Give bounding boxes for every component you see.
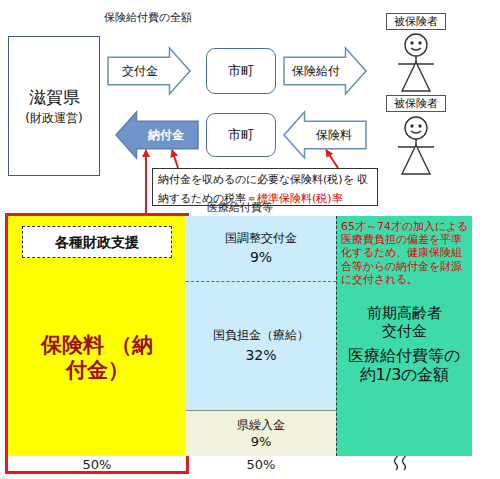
red-frame (7, 215, 188, 473)
flow-arrow: 保険料 (284, 112, 366, 158)
node-text: 保険料 (316, 128, 352, 142)
elderly-grant-block: 65才～74才の加入による医療費負担の偏差を平準化するため、健康保険組合等からの… (336, 216, 472, 456)
node-text: 医療給付費等の 約1/3の金額 (345, 346, 463, 384)
node-text: 国調整交付金 (225, 231, 297, 245)
flow-arrow: 納付金 (116, 112, 198, 158)
red-connector (326, 150, 338, 168)
node-text: (財政運営) (25, 111, 82, 125)
share-cell: 国調整交付金 9% (186, 216, 336, 282)
flow-arrow: 交付金 (108, 48, 190, 94)
share-cell: 県繰入金 9% (186, 410, 336, 456)
node-text: 32% (245, 347, 276, 364)
red-connector (172, 150, 178, 168)
city-box: 市町 (206, 113, 276, 157)
node-text: 65才～74才の加入による医療費負担の偏差を平準化するため、健康保険組合等からの… (341, 220, 468, 286)
node-text: 保険料 （納付金） (38, 333, 156, 383)
insured-tag: 被保険者 (386, 13, 446, 30)
node-text: 県繰入金 (237, 418, 285, 432)
node-text: 保険給付 (292, 64, 340, 78)
callout-box: 納付金を収めるのに必要な保険料(税)を 収納するための税率＝標準保険料(税)率 (152, 168, 378, 206)
node-text: 9% (251, 434, 272, 450)
prefecture-box: 滋賀県 (財政運営) (8, 36, 100, 176)
share-total: 50% (186, 457, 336, 473)
flow-caption: 保険給付費の全額 (104, 11, 224, 24)
table-heading: 医療給付費等 (190, 201, 290, 214)
insured-figure (398, 34, 434, 91)
premium-block: 保険料 （納付金） 各種財政支援 (8, 216, 186, 456)
support-box: 各種財政支援 (22, 226, 172, 258)
node-text: 納付金 (148, 128, 184, 142)
city-box: 市町 (206, 48, 276, 94)
node-text: 市町 (228, 63, 254, 79)
node-text: 被保険者 (394, 97, 438, 110)
node-text: 国負担金（療給） (213, 328, 309, 342)
red-connector (145, 150, 147, 216)
share-cell: 国負担金（療給） 32% (186, 282, 336, 410)
node-text: 滋賀県 (29, 87, 80, 107)
insured-tag: 被保険者 (386, 95, 446, 112)
node-text: 9% (250, 249, 272, 266)
node-text: 市町 (228, 127, 254, 143)
flow-arrow: 保険給付 (284, 48, 366, 94)
insured-figure (398, 117, 434, 174)
node-text: 各種財政支援 (55, 234, 139, 251)
node-text: 交付金 (122, 64, 158, 78)
node-text: 前期高齢者 交付金 (364, 304, 445, 340)
node-text: 被保険者 (394, 15, 438, 28)
callout-text: 納付金を収めるのに必要な保険料(税)を 収納するための税率＝標準保険料(税)率 (158, 168, 372, 206)
share-total: 50% (8, 457, 186, 473)
